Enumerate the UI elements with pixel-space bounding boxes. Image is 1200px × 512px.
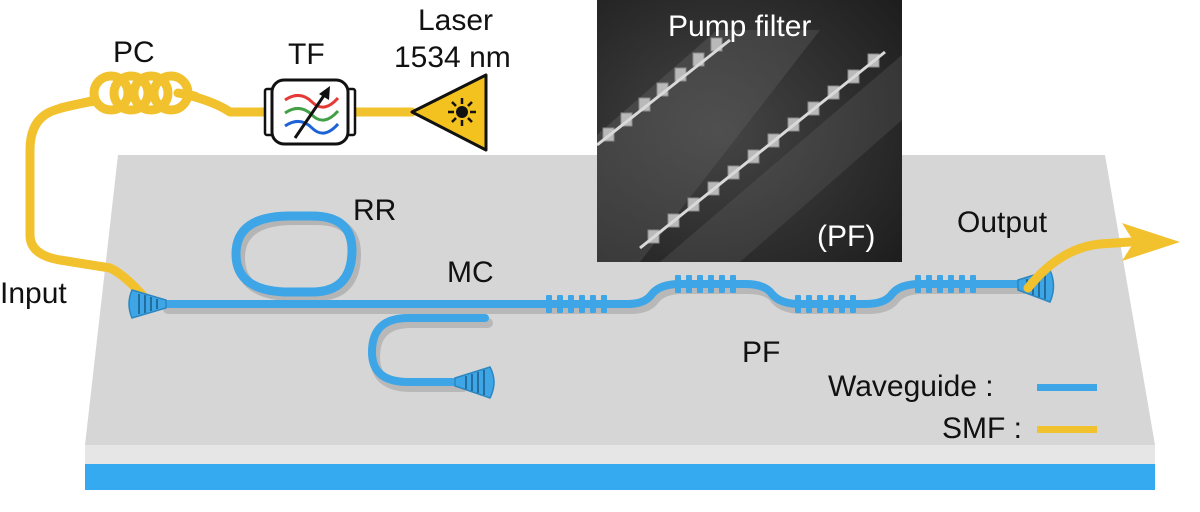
label-rr: RR: [353, 194, 397, 227]
label-mc: MC: [447, 256, 494, 289]
substrate-layer: [85, 464, 1155, 490]
sem-inset: [597, 0, 902, 262]
label-input: Input: [0, 277, 67, 310]
label-laser: Laser: [418, 4, 494, 37]
bus-waveguide: [161, 280, 1030, 314]
legend-swatches: [1037, 384, 1097, 433]
inset-tag: (PF): [817, 220, 876, 253]
polarization-controller-icon: [59, 71, 233, 116]
input-grating-coupler: [128, 289, 167, 319]
waveguide-swatch: [1037, 384, 1097, 391]
legend-smf-label: SMF :: [942, 412, 1022, 445]
output-arrow-icon: [1023, 223, 1180, 293]
drop-grating-coupler: [454, 366, 495, 399]
label-output: Output: [957, 206, 1048, 239]
ring-resonator: [231, 211, 362, 301]
inset-title: Pump filter: [668, 10, 812, 43]
label-pc: PC: [113, 36, 155, 69]
tunable-filter-icon: [263, 78, 357, 146]
label-laser-wavelength: 1534 nm: [394, 41, 511, 74]
label-tf: TF: [288, 38, 325, 71]
smf-swatch: [1037, 426, 1097, 433]
coupler-arm: [367, 314, 493, 392]
pump-filter-gratings: [546, 275, 976, 313]
label-pf: PF: [742, 336, 781, 369]
legend-waveguide-label: Waveguide :: [828, 370, 994, 403]
laser-icon: [410, 73, 488, 152]
